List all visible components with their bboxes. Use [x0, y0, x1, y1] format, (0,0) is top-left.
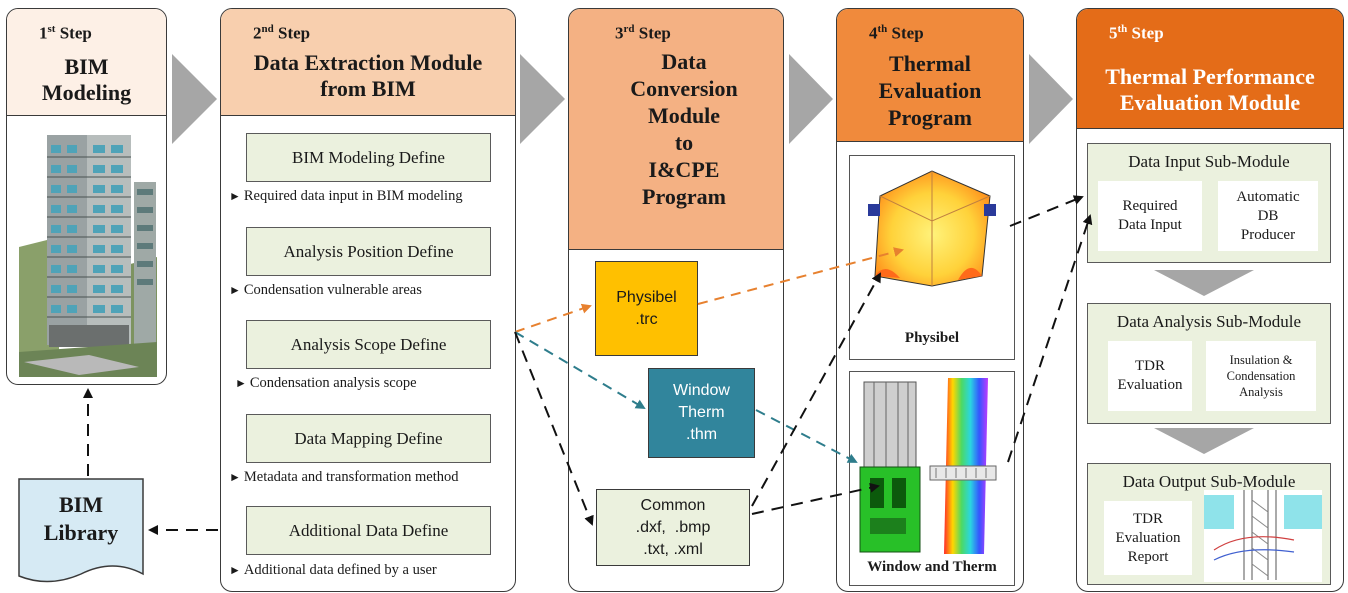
step5-title-1: Thermal Performance: [1105, 64, 1315, 89]
bim-library-label-2: Library: [43, 520, 119, 545]
step1-label: 1st Step: [39, 23, 92, 43]
step4-header: 4th Step Thermal Evaluation Program: [837, 9, 1023, 142]
chevron-arrow-step2-3: [520, 54, 565, 144]
step5-title-2: Evaluation Module: [1119, 90, 1301, 115]
data-mapping-define-box: Data Mapping Define: [246, 414, 491, 463]
common-file-line-2: .dxf, .bmp: [635, 518, 711, 536]
data-input-title: Data Input Sub-Module: [1128, 152, 1290, 171]
step4-title-2: Evaluation: [878, 78, 982, 103]
step3-title-1: Data: [661, 49, 707, 74]
step2-header: 2nd Step Data Extraction Module from BIM: [221, 9, 515, 116]
physibel-trc-file: Physibel .trc: [595, 261, 698, 356]
step2-label: 2nd Step: [253, 23, 311, 43]
step3-title-2: Conversion: [630, 76, 738, 101]
step1-title-2: Modeling: [41, 80, 132, 105]
output-report-thumbnail: [1204, 490, 1322, 582]
analysis-scope-define-box: Analysis Scope Define: [246, 320, 491, 369]
physibel-thermal-image: [868, 170, 996, 287]
window-file-line-2: Therm: [678, 404, 725, 421]
step4-label: 4th Step: [869, 23, 924, 43]
bim-library-label-1: BIM: [59, 492, 103, 517]
bim-modeling-note: ►Required data input in BIM modeling: [229, 188, 463, 204]
step1-title-1: BIM: [64, 54, 109, 79]
step4-title-1: Thermal: [889, 51, 971, 76]
step3-header: 3rd Step Data Conversion Module to I&CPE…: [569, 9, 783, 250]
step5-header: 5th Step Thermal Performance Evaluation …: [1077, 9, 1343, 129]
step2-title-1: Data Extraction Module: [253, 50, 483, 75]
physibel-caption: Physibel: [904, 330, 960, 346]
physibel-image-frame: Physibel: [849, 155, 1015, 360]
chevron-arrow-step1-2: [172, 54, 217, 144]
window-therm-image-frame: Window and Therm: [849, 371, 1015, 586]
window-therm-caption: Window and Therm: [867, 559, 997, 575]
step5-label: 5th Step: [1109, 23, 1164, 43]
data-analysis-title: Data Analysis Sub-Module: [1116, 312, 1302, 331]
window-therm-thm-file: Window Therm .thm: [648, 368, 755, 458]
bim-modeling-define-box: BIM Modeling Define: [246, 133, 491, 182]
window-file-line-1: Window: [673, 382, 730, 399]
step3-label: 3rd Step: [615, 23, 671, 43]
data-mapping-note: ►Metadata and transformation method: [229, 469, 459, 485]
physibel-file-line-2: .trc: [635, 310, 658, 328]
window-file-line-3: .thm: [685, 426, 718, 443]
chevron-arrow-step4-5: [1029, 54, 1073, 144]
step2-title-2: from BIM: [320, 76, 416, 101]
physibel-file-line-1: Physibel: [616, 288, 677, 306]
step3-title-4: to: [674, 130, 694, 155]
common-file-formats: Common .dxf, .bmp .txt, .xml: [596, 489, 750, 566]
additional-data-note: ►Additional data defined by a user: [229, 562, 437, 578]
step3-title-3: Module: [647, 103, 721, 128]
step1-header: 1st Step BIM Modeling: [7, 9, 166, 116]
bim-library-document: [18, 478, 144, 583]
window-therm-thermal-image: [859, 378, 997, 554]
additional-data-define-box: Additional Data Define: [246, 506, 491, 555]
common-file-line-3: .txt, .xml: [643, 540, 703, 558]
step4-title-3: Program: [888, 105, 972, 130]
step5-column: 5th Step Thermal Performance Evaluation …: [1076, 8, 1344, 592]
step2-column: 2nd Step Data Extraction Module from BIM…: [220, 8, 516, 592]
step3-title-6: Program: [642, 184, 726, 209]
step1-column: 1st Step BIM Modeling: [6, 8, 167, 385]
step3-title-5: I&CPE: [648, 157, 720, 182]
analysis-position-note: ►Condensation vulnerable areas: [229, 282, 422, 298]
chevron-arrow-step3-4: [789, 54, 833, 144]
analysis-scope-note: ►Condensation analysis scope: [235, 375, 417, 391]
building-model-image: [19, 127, 157, 377]
common-file-line-1: Common: [640, 496, 706, 514]
analysis-position-define-box: Analysis Position Define: [246, 227, 491, 276]
step4-column: 4th Step Thermal Evaluation Program Phys…: [836, 8, 1024, 592]
data-output-title: Data Output Sub-Module: [1122, 472, 1296, 491]
